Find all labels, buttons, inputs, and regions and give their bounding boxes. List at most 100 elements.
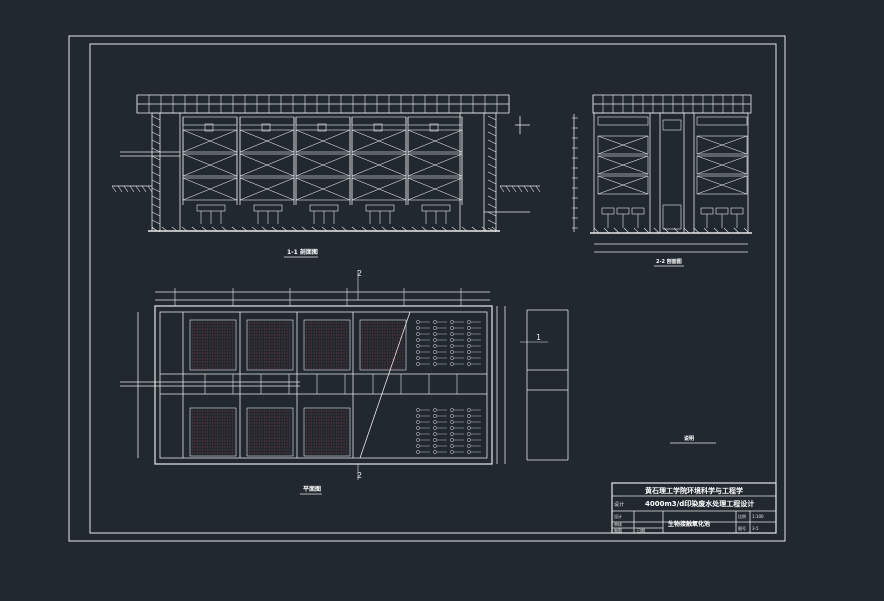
slab-hatch	[743, 227, 750, 234]
title-sheet-value: 3-5	[752, 526, 759, 531]
ground-hatch	[141, 185, 147, 193]
diffuser-head	[416, 450, 420, 454]
packing-layer-middle-diag-b	[239, 153, 295, 177]
outer-frame	[68, 35, 786, 542]
slab-hatch	[723, 227, 730, 234]
slab-hatch	[673, 227, 680, 234]
packing-layer-middle	[597, 155, 649, 175]
diffuser-head	[433, 450, 437, 454]
slab-hatch	[191, 226, 198, 232]
slab-hatch	[271, 226, 278, 232]
slab-hatch	[171, 226, 178, 232]
slab-hatch	[663, 227, 670, 234]
wall-hatch	[151, 203, 161, 209]
ground-hatch	[535, 185, 541, 193]
packing-block	[189, 407, 237, 457]
wall-hatch	[151, 195, 161, 201]
packing-block	[359, 319, 407, 371]
wall-hatch	[487, 187, 497, 193]
slab-hatch	[291, 226, 298, 232]
diffuser-head	[467, 362, 471, 366]
riser-pipe-box	[317, 123, 327, 132]
packing-layer-upper-diag-b	[239, 129, 295, 153]
center-sump	[662, 204, 682, 230]
packing-layer-middle	[696, 155, 748, 175]
slab-hatch	[361, 226, 368, 232]
packing-layer-upper-diag-b	[351, 129, 407, 153]
packing-layer-lower-diag-b	[239, 177, 295, 201]
slab-hatch	[703, 227, 710, 234]
title-row-review: 审核	[614, 521, 622, 527]
packing-layer-middle-diag-b	[295, 153, 351, 177]
slab-hatch	[331, 226, 338, 232]
wall-hatch	[487, 203, 497, 209]
diffuser-head	[450, 338, 454, 342]
diffuser-head	[450, 414, 454, 418]
diffuser-head	[416, 320, 420, 324]
diffuser-head	[433, 432, 437, 436]
tank-cell-header	[597, 116, 649, 126]
ground-hatch	[511, 185, 517, 193]
diffuser-head	[433, 420, 437, 424]
slab-hatch	[321, 226, 328, 232]
diffuser-head	[450, 344, 454, 348]
diffuser-head	[416, 414, 420, 418]
diffuser-head	[467, 320, 471, 324]
title-row-date: 日期	[637, 527, 645, 533]
diffuser-head	[467, 426, 471, 430]
title-sheet-label: 图号	[738, 525, 746, 531]
packing-block	[303, 319, 351, 371]
diffuser-head	[416, 426, 420, 430]
diffuser-head	[450, 450, 454, 454]
plan-view	[120, 270, 569, 480]
slab-hatch	[613, 227, 620, 234]
diffuser-head	[450, 420, 454, 424]
packing-layer-lower	[597, 175, 649, 195]
wall-hatch	[151, 211, 161, 217]
diffuser-head	[467, 444, 471, 448]
slab-hatch	[181, 226, 188, 232]
diffuser-head	[467, 450, 471, 454]
wall-hatch	[487, 211, 497, 217]
wall-hatch	[487, 179, 497, 185]
slab-hatch	[733, 227, 740, 234]
packing-layer-upper-diag-b	[295, 129, 351, 153]
packing-layer-middle-diag-b	[696, 155, 748, 175]
packing-layer-lower-diag-b	[597, 175, 649, 195]
slab-hatch	[281, 226, 288, 232]
packing-layer-lower-diag-b	[696, 175, 748, 195]
wall-hatch	[487, 171, 497, 177]
slab-hatch	[371, 226, 378, 232]
slab-hatch	[251, 226, 258, 232]
ground-hatch	[135, 185, 141, 193]
diffuser-head	[450, 320, 454, 324]
slab-hatch	[603, 227, 610, 234]
wall-hatch	[487, 219, 497, 225]
packing-layer-upper	[597, 135, 649, 155]
slab-hatch	[713, 227, 720, 234]
diffuser-head	[433, 362, 437, 366]
packing-layer-lower-diag-b	[295, 177, 351, 201]
slab-hatch	[401, 226, 408, 232]
title-school: 黄石理工学院环境科学与工程学	[645, 486, 743, 495]
inner-frame	[89, 43, 777, 534]
ground-hatch	[117, 185, 123, 193]
ground-hatch	[499, 185, 505, 193]
slab-hatch	[633, 227, 640, 234]
packing-layer-lower	[696, 175, 748, 195]
diffuser-head	[416, 420, 420, 424]
packing-block	[246, 407, 294, 457]
slab-hatch	[471, 226, 478, 232]
slab-hatch	[431, 226, 438, 232]
title-project: 4000m3/d印染废水处理工程设计	[645, 499, 754, 508]
ground-hatch	[147, 185, 153, 193]
riser-pipe-box	[261, 123, 271, 132]
drawing-note: 说明	[684, 435, 694, 442]
cut-mark-2-bottom: 2	[357, 471, 362, 480]
slab-hatch	[683, 227, 690, 234]
section-1-1-view	[111, 94, 541, 233]
diffuser-head	[467, 438, 471, 442]
slab-hatch	[201, 226, 208, 232]
